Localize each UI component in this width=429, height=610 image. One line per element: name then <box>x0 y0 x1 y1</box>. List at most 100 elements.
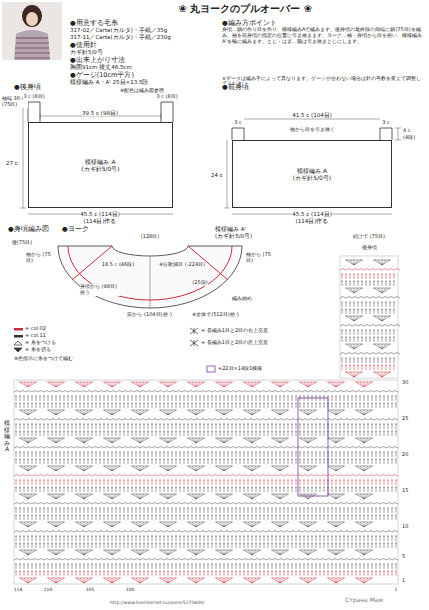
stitch-row <box>340 353 400 355</box>
row-number: 114 <box>14 587 23 592</box>
body-piece: 模様編み A(カギ針5/0号) <box>232 140 392 208</box>
pattern-note: 41.5 c (104目) <box>292 112 332 118</box>
stitch-row <box>341 365 395 370</box>
legend-text: = 長編み1目と2目の右上交差 <box>201 328 268 334</box>
legend-text: = col.02 <box>25 326 46 332</box>
stitch-row <box>15 403 397 408</box>
stitch-row <box>15 571 397 576</box>
stitch-row <box>341 337 395 342</box>
pattern-note: 後身頃 <box>362 245 377 251</box>
chart-frame <box>340 256 398 378</box>
stitch-row <box>14 559 398 561</box>
stitch-row <box>341 309 395 314</box>
stitch-row <box>19 410 373 415</box>
stitch-row <box>19 438 373 443</box>
stitch-row <box>14 531 398 533</box>
body-piece: 模様編み A(カギ針5/0号) <box>28 122 173 208</box>
pattern-note: 317-11／Carta(カルタ)・手紙／230g <box>70 34 171 40</box>
row-number: 25 <box>402 416 408 422</box>
legend-text: = 糸を切る <box>25 347 51 353</box>
row-number: 15 <box>402 488 408 494</box>
stitch-row <box>15 487 397 492</box>
stitch-row <box>14 503 398 505</box>
stitch-row <box>15 543 397 548</box>
legend-sample <box>14 335 23 338</box>
stitch-row <box>340 297 400 299</box>
stitch-row <box>15 564 397 569</box>
section-heading: ●前身頃 <box>222 84 249 91</box>
row-number: 20 <box>402 452 408 458</box>
stitch-row <box>15 515 397 520</box>
page-title: ❀ 丸ヨークのプルオーバー ❀ <box>178 3 312 15</box>
pattern-note: 4 c <box>403 128 411 134</box>
pattern-note: =22目×14段1模様 <box>218 366 262 372</box>
pattern-note: 胸囲91cm 後丈46.5cm <box>70 64 132 70</box>
stitch-row <box>340 325 400 327</box>
stitch-row <box>341 281 395 286</box>
pattern-note: 24 c <box>211 172 223 178</box>
pattern-note: http://www.liveinternet.ru/users/5270600… <box>110 600 204 605</box>
pattern-note: 18.5 c (46段) <box>102 262 134 268</box>
stitch-row <box>15 459 397 464</box>
stitch-row <box>15 508 397 513</box>
piece-text: (カギ針5/0号) <box>293 174 331 181</box>
row-number: 110 <box>44 587 53 592</box>
pattern-note: (128目) <box>141 234 159 240</box>
stitch-row <box>19 522 373 527</box>
section-heading: ●後身頃 <box>14 84 41 91</box>
stitch-row <box>341 330 395 335</box>
stitch-row <box>15 536 397 541</box>
stitch-row <box>345 372 391 377</box>
piece-text: 模様編み A <box>85 158 115 165</box>
pattern-note: 編み始め <box>232 296 252 302</box>
pattern-note: 3 c <box>234 120 242 126</box>
row-number: 100 <box>126 587 135 592</box>
stitch-row <box>341 358 395 363</box>
stitch-row <box>341 274 395 279</box>
legend-sample <box>14 341 22 345</box>
legend-sample <box>190 340 198 346</box>
pattern-note: 3 c (8目) <box>156 94 177 100</box>
section-heading: ●ヨーク <box>62 226 89 233</box>
stitch-row <box>19 466 373 471</box>
stitch-row <box>340 269 400 271</box>
stitch-row <box>14 419 398 421</box>
stitch-row <box>15 396 397 401</box>
pattern-note: (カギ針5/0号) <box>215 233 252 239</box>
stitch-row <box>15 480 397 485</box>
piece-text: 模様編み A <box>297 167 327 174</box>
stitch-row <box>19 578 373 583</box>
stitch-row <box>15 452 397 457</box>
stitch-row <box>345 288 391 293</box>
pattern-note: 後(75目) <box>12 240 32 246</box>
pattern-note: 袖から (75目) <box>246 252 274 264</box>
legend-text: = 糸をつける <box>25 340 56 346</box>
pattern-note: 3 c (8目) <box>23 94 44 100</box>
pattern-note: 27 c <box>6 160 18 166</box>
pattern-note: 模様編み A' <box>215 226 246 232</box>
row-number: 10 <box>402 524 408 530</box>
pattern-note: 続けて (75目) <box>353 234 385 240</box>
pattern-note: 模様編み A・A' 25目×13.5段 <box>70 79 148 85</box>
chart-frame <box>14 380 398 584</box>
stitch-row <box>19 550 373 555</box>
pattern-note: ※配色は編み図参照 <box>120 88 164 94</box>
row-number: 1 <box>395 587 398 592</box>
pattern-note: 身頃…鎖の作り目を作り、模様編みAで編みます。後身頃の最終段の両端に鎖(75目)… <box>222 27 422 44</box>
stitch-row <box>14 475 398 477</box>
stitch-row <box>15 424 397 429</box>
pattern-note: 39.5 c (98目) <box>82 110 118 116</box>
stitch-row <box>341 302 395 307</box>
photo <box>2 2 62 60</box>
pattern-note: 317-02／Carta(カルタ)・手紙／35g <box>70 27 167 33</box>
pattern-note: (114目)作る <box>296 218 329 224</box>
pattern-note: 45.5 c (114目) <box>80 211 120 217</box>
stitch-row <box>19 382 373 387</box>
legend-sample <box>14 328 23 331</box>
stitch-row <box>345 260 391 265</box>
pattern-note: 袖から (75目) <box>26 252 54 264</box>
legend-sample <box>14 348 22 352</box>
row-number: 105 <box>86 587 95 592</box>
pattern-note: 身頃から (98目)拾う <box>80 284 120 296</box>
